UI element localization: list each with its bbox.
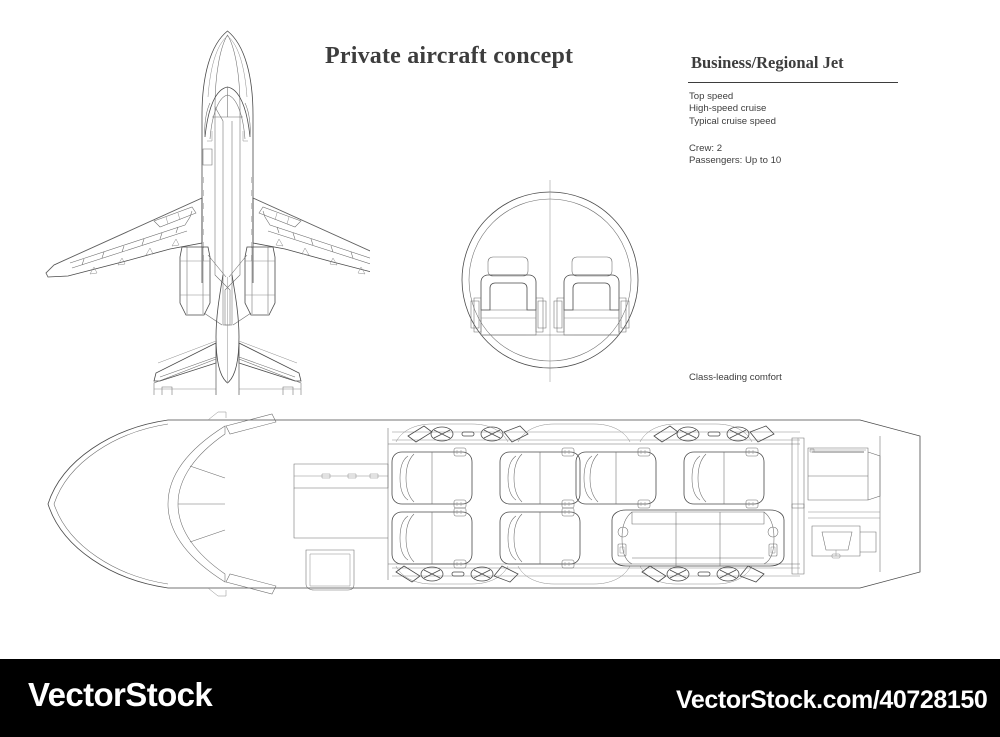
spec-item-top-speed: Top speed bbox=[689, 91, 734, 102]
aft-lavatory bbox=[812, 526, 876, 558]
spec-item-crew: Crew: 2 bbox=[689, 143, 723, 154]
cabin-divan bbox=[612, 510, 784, 566]
brand-logo: VectorStock bbox=[28, 676, 213, 713]
spec-item-high-speed-cruise: High-speed cruise bbox=[689, 103, 767, 115]
spec-panel-heading: Business/Regional Jet bbox=[691, 53, 844, 72]
spec-item-passengers: Passengers: Up to 10 bbox=[689, 155, 782, 167]
brand-url: VectorStock.com/40728150 bbox=[676, 686, 988, 714]
cabin-seat bbox=[392, 508, 472, 568]
performance-spec-list: Top speed High-speed cruise Typical crui… bbox=[689, 91, 776, 128]
comfort-annotation: Class-leading comfort bbox=[689, 372, 782, 383]
spec-panel-divider bbox=[688, 82, 898, 83]
cabin-seat bbox=[392, 448, 472, 508]
footer-bar bbox=[0, 659, 1000, 737]
cabin-seat bbox=[430, 448, 580, 508]
cabin-seat bbox=[500, 508, 580, 568]
capacity-spec-list: Crew: 2 Passengers: Up to 10 bbox=[689, 143, 781, 168]
cabin-seat bbox=[576, 448, 656, 508]
cabin-plan-drawing bbox=[40, 408, 960, 600]
page-title: Private aircraft concept bbox=[325, 43, 574, 69]
cabin-seat bbox=[684, 448, 764, 508]
spec-item-typical-cruise-speed: Typical cruise speed bbox=[689, 115, 776, 127]
cross-section-drawing bbox=[455, 170, 645, 390]
aft-galley bbox=[808, 448, 880, 500]
top-view-drawing bbox=[40, 25, 370, 395]
